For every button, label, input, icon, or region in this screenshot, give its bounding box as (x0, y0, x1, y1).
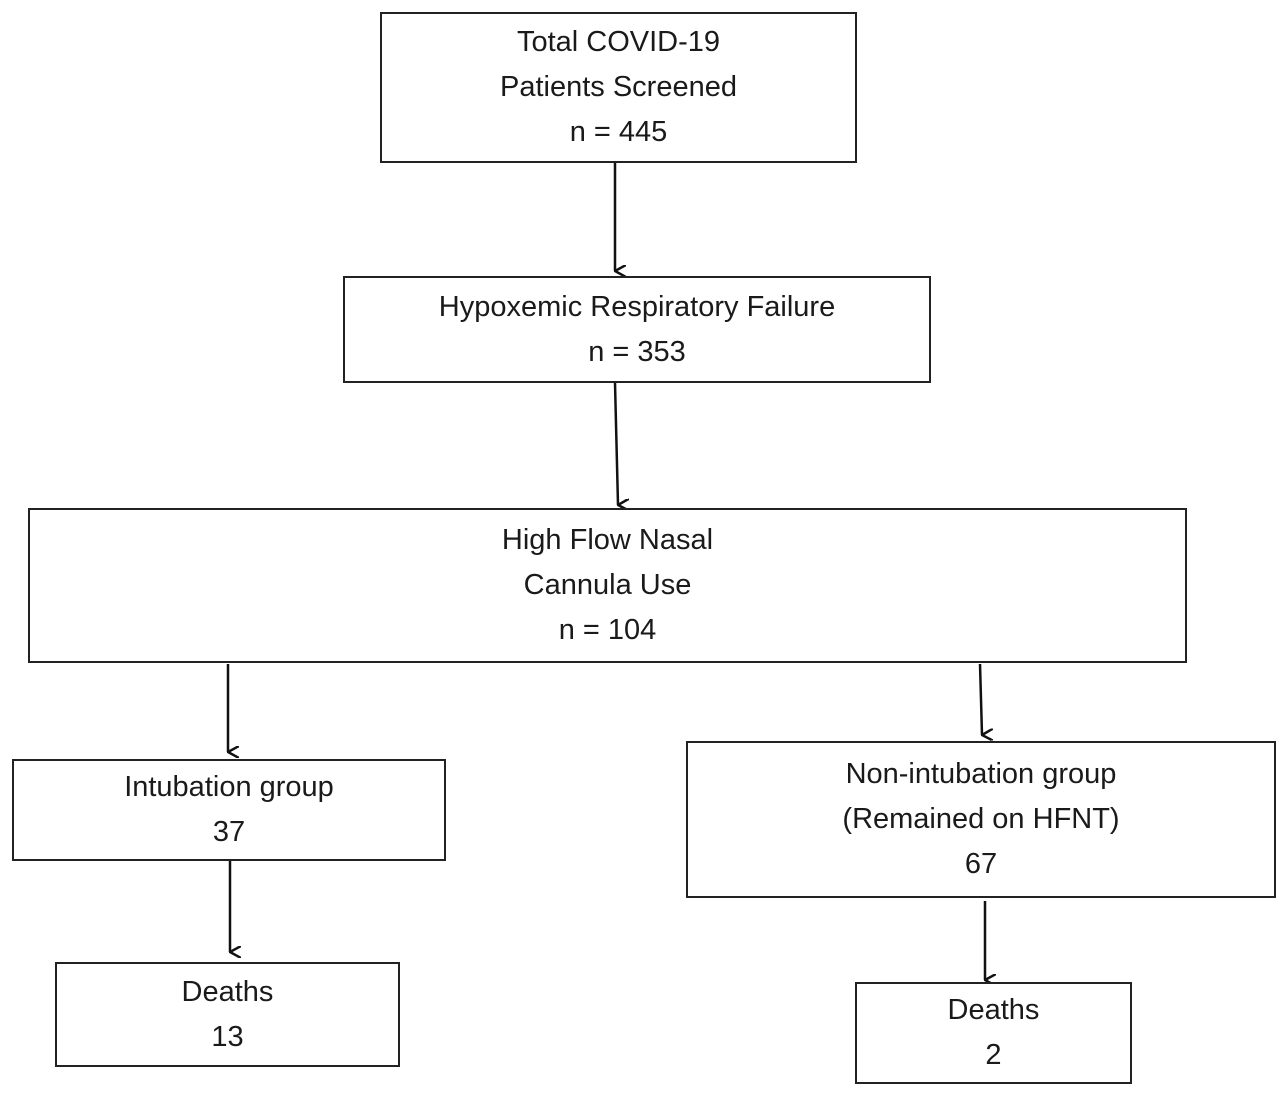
arrow-hfnc-to-non-intubation (978, 663, 982, 735)
non-intubation-deaths-count: 2 (985, 1039, 1002, 1071)
intubation-deaths-label: Deaths (181, 975, 274, 1008)
intubation-box: Intubation group 37 (12, 759, 446, 861)
intubation-deaths-box: Deaths 13 (55, 962, 400, 1067)
non-intubation-count: 67 (964, 848, 998, 880)
hfnc-box: High Flow Nasal Cannula Use n = 104 (28, 508, 1187, 663)
screened-line2: Patients Screened (500, 71, 737, 103)
non-intubation-deaths-label: Deaths (947, 994, 1040, 1026)
hfnc-count: n = 104 (558, 614, 657, 646)
hypoxemic-line1: Hypoxemic Respiratory Failure (438, 290, 836, 323)
non-intubation-line1: Non-intubation group (845, 758, 1117, 790)
intubation-label: Intubation group (124, 771, 334, 803)
hfnc-line2: Cannula Use (523, 569, 692, 601)
hypoxemic-count: n = 353 (588, 335, 686, 368)
non-intubation-line2: (Remained on HFNT) (842, 803, 1120, 835)
intubation-count: 37 (212, 816, 246, 848)
intubation-deaths-count: 13 (211, 1020, 244, 1053)
hfnc-line1: High Flow Nasal (501, 524, 714, 556)
arrow-hypoxemic-to-hfnc (613, 382, 618, 505)
non-intubation-deaths-box: Deaths 2 (855, 982, 1132, 1084)
non-intubation-box: Non-intubation group (Remained on HFNT) … (686, 741, 1276, 898)
screened-count: n = 445 (569, 116, 668, 148)
screened-line1: Total COVID-19 (516, 26, 721, 58)
hypoxemic-box: Hypoxemic Respiratory Failure n = 353 (343, 276, 931, 383)
screened-box: Total COVID-19 Patients Screened n = 445 (380, 12, 857, 163)
